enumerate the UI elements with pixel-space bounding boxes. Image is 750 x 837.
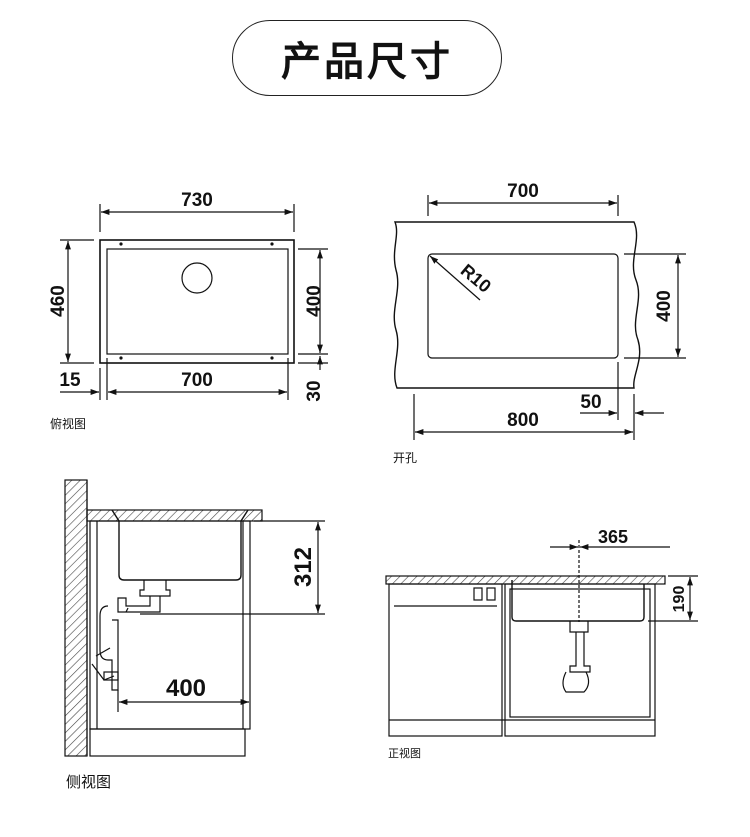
top-view-edge-left: 15 bbox=[59, 370, 81, 391]
sink-inner-bowl bbox=[106, 248, 289, 355]
side-view-caption: 侧视图 bbox=[66, 773, 111, 791]
top-view bbox=[60, 204, 328, 400]
side-view-drain-distance: 400 bbox=[166, 675, 206, 702]
countertop-outline bbox=[393, 221, 641, 389]
front-view-drain-offset: 365 bbox=[598, 527, 628, 547]
sink-outer-rim bbox=[99, 239, 295, 364]
cutout-margin: 50 bbox=[580, 392, 601, 413]
cutout-width-inner: 700 bbox=[507, 181, 539, 202]
trap-pipe bbox=[99, 605, 119, 691]
trap-bend bbox=[91, 647, 115, 681]
wall bbox=[64, 479, 88, 757]
front-cabinet-right bbox=[504, 583, 656, 737]
front-sink-bowl bbox=[511, 580, 645, 622]
front-drain-body bbox=[569, 621, 589, 633]
front-drain-pipe bbox=[569, 632, 591, 673]
cutout-radius: R10 bbox=[457, 260, 495, 297]
mount-holes bbox=[119, 242, 274, 360]
top-view-height-outer: 460 bbox=[48, 285, 69, 317]
drain-body bbox=[139, 580, 171, 597]
top-view-height-inner: 400 bbox=[304, 285, 325, 317]
top-view-caption: 俯视图 bbox=[50, 416, 86, 431]
cutout-height: 400 bbox=[654, 290, 675, 322]
front-cabinet-left bbox=[388, 583, 503, 737]
side-view bbox=[64, 479, 325, 757]
side-plinth bbox=[89, 728, 246, 757]
front-cabinet-inner bbox=[509, 588, 651, 718]
side-view-depth: 312 bbox=[290, 547, 317, 587]
top-view-width-outer: 730 bbox=[181, 190, 213, 211]
front-view-depth: 190 bbox=[671, 586, 688, 613]
drain-hole bbox=[181, 262, 213, 294]
drain-pipe bbox=[117, 596, 161, 613]
page-title-badge: 产品尺寸 bbox=[232, 20, 502, 96]
cutout-width-outer: 800 bbox=[507, 410, 539, 431]
front-view-caption: 正视图 bbox=[388, 746, 421, 760]
top-view-width-inner: 700 bbox=[181, 370, 213, 391]
front-view bbox=[385, 540, 698, 737]
front-countertop bbox=[385, 575, 666, 585]
trap-nut bbox=[103, 671, 119, 681]
page-title: 产品尺寸 bbox=[281, 39, 453, 85]
control-knob-1 bbox=[473, 587, 483, 601]
top-view-edge-bottom: 30 bbox=[304, 380, 325, 401]
cutout-view bbox=[393, 195, 686, 440]
front-trap bbox=[562, 671, 590, 693]
cutout-caption: 开孔 bbox=[393, 451, 417, 465]
side-sink-bowl bbox=[111, 509, 249, 581]
control-knob-2 bbox=[486, 587, 496, 601]
cutout-opening bbox=[427, 253, 619, 359]
